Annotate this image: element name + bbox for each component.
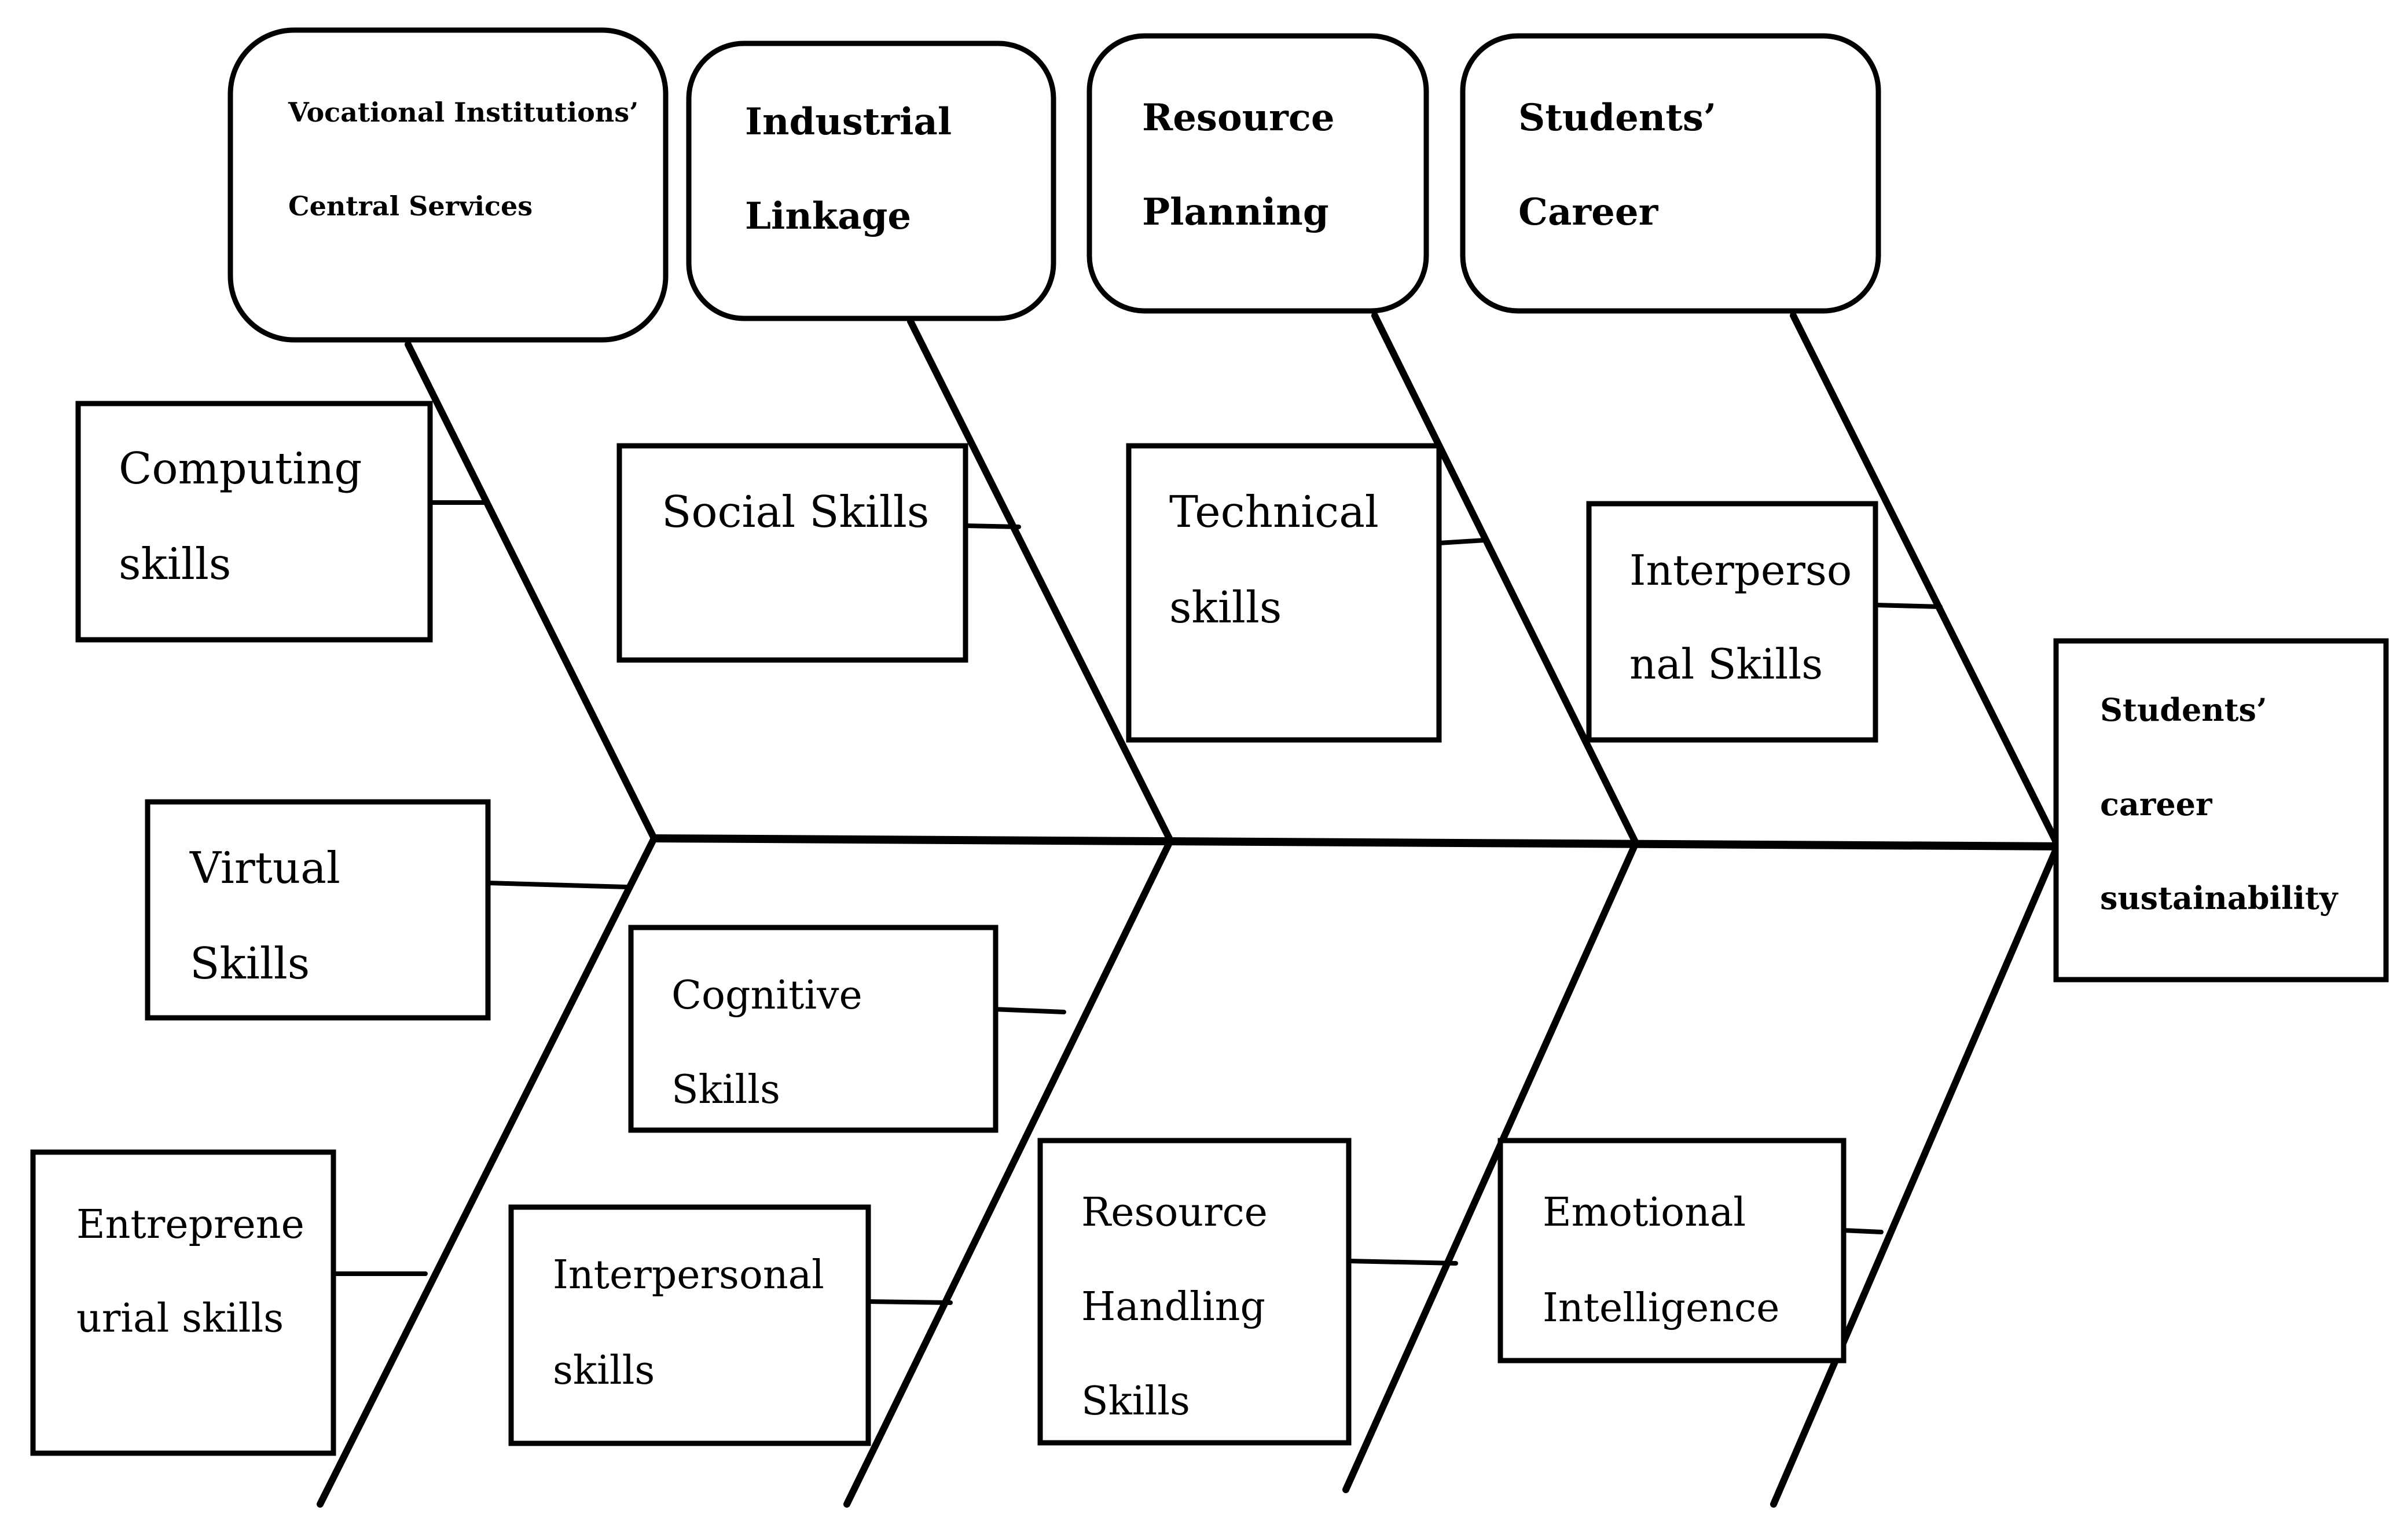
effect-box bbox=[2053, 638, 2389, 983]
cause-computing: Computing skills bbox=[75, 401, 433, 643]
effect: Students’ career sustainability bbox=[2053, 638, 2389, 983]
bone-vocational bbox=[405, 341, 658, 842]
cause-box bbox=[1126, 443, 1442, 743]
cause-label-line-1: Cognitive bbox=[671, 973, 862, 1018]
category-label-line-2: Linkage bbox=[745, 195, 911, 238]
category-label-line-2: Career bbox=[1518, 190, 1659, 234]
cause-box bbox=[1586, 501, 1878, 743]
cause-box bbox=[616, 443, 968, 663]
connectors bbox=[331, 500, 1943, 1305]
cause-cognitive: Cognitive Skills bbox=[628, 925, 999, 1133]
connector-social bbox=[963, 523, 1021, 529]
cause-emotional: Emotional Intelligence bbox=[1497, 1138, 1847, 1363]
connector-interpersonal-lower bbox=[866, 1299, 953, 1305]
cause-label-line-1: Technical bbox=[1169, 486, 1379, 537]
lower-bone-1 bbox=[317, 835, 658, 1508]
category-label-line-1: Students’ bbox=[1518, 96, 1716, 140]
category-industrial: Industrial Linkage bbox=[686, 41, 1056, 321]
cause-box bbox=[30, 1149, 336, 1456]
lower-bone-4 bbox=[1770, 842, 2061, 1508]
cause-box bbox=[508, 1204, 871, 1446]
lower-bones bbox=[317, 835, 2061, 1508]
category-box bbox=[1086, 33, 1429, 314]
cause-resource-handling: Resource Handling Skills bbox=[1037, 1138, 1352, 1446]
bone-students bbox=[1790, 312, 2061, 849]
cause-label-line-2: nal Skills bbox=[1629, 640, 1823, 688]
cause-interpersonal-upper: Interperso nal Skills bbox=[1586, 501, 1878, 743]
lower-bone-3 bbox=[1342, 840, 1639, 1493]
category-box bbox=[1460, 33, 1881, 314]
effect-label-line-3: sustainability bbox=[2100, 879, 2339, 917]
category-resource: Resource Planning bbox=[1086, 33, 1429, 314]
cause-technical: Technical skills bbox=[1126, 443, 1442, 743]
category-label-line-2: Planning bbox=[1142, 190, 1329, 234]
connector-resource-handling bbox=[1346, 1259, 1458, 1266]
effect-label-line-2: career bbox=[2100, 786, 2212, 823]
cause-box bbox=[75, 401, 433, 643]
cause-label-line-1: Interpersonal bbox=[553, 1252, 824, 1298]
lower-bone-2 bbox=[843, 837, 1174, 1508]
connector-interpersonal-upper bbox=[1873, 603, 1943, 609]
category-students: Students’ Career bbox=[1460, 33, 1881, 314]
cause-label-line-1: Resource bbox=[1081, 1190, 1268, 1236]
cause-label-line-2: Skills bbox=[671, 1067, 780, 1113]
cause-box bbox=[145, 799, 491, 1021]
cause-label-line-1: Computing bbox=[119, 443, 362, 494]
cause-box bbox=[628, 925, 999, 1133]
cause-virtual: Virtual Skills bbox=[145, 799, 491, 1021]
category-label-line-1: Industrial bbox=[745, 100, 952, 144]
connector-emotional bbox=[1841, 1228, 1884, 1234]
upper-bones bbox=[405, 312, 2061, 849]
bone-resource bbox=[1371, 312, 1639, 846]
cause-label-line-3: Skills bbox=[1081, 1379, 1190, 1424]
cause-label-line-1: Interperso bbox=[1629, 546, 1852, 595]
cause-label-line-2: Intelligence bbox=[1543, 1285, 1779, 1331]
cause-label-line-1: Entreprene bbox=[76, 1202, 304, 1248]
cause-label-line-2: Handling bbox=[1081, 1284, 1265, 1330]
spine bbox=[650, 828, 2087, 865]
category-label-line-1: Resource bbox=[1142, 96, 1335, 140]
cause-label-line-1: Emotional bbox=[1543, 1190, 1746, 1236]
cause-label-line-2: urial skills bbox=[76, 1296, 284, 1341]
cause-label-line-2: Skills bbox=[190, 938, 310, 989]
effect-label-line-1: Students’ bbox=[2100, 691, 2267, 728]
cause-entrepreneurial: Entreprene urial skills bbox=[30, 1149, 336, 1456]
cause-label-line-2: skills bbox=[119, 538, 231, 589]
spine-line bbox=[650, 834, 2073, 851]
cause-social: Social Skills bbox=[616, 443, 968, 663]
cause-box bbox=[1037, 1138, 1352, 1446]
connector-cognitive bbox=[991, 1007, 1066, 1014]
category-box bbox=[686, 41, 1056, 321]
cause-label-line-2: skills bbox=[553, 1348, 655, 1394]
cause-label-line-2: skills bbox=[1169, 582, 1282, 633]
category-vocational: Vocational Institutions’ Central Service… bbox=[227, 27, 669, 343]
bone-industrial bbox=[907, 318, 1174, 844]
cause-label-line-1: Virtual bbox=[189, 842, 340, 893]
category-label-line-1: Vocational Institutions’ bbox=[288, 97, 638, 128]
cause-label-line-1: Social Skills bbox=[662, 486, 929, 537]
connector-technical bbox=[1437, 538, 1487, 545]
cause-interpersonal-lower: Interpersonal skills bbox=[508, 1204, 871, 1446]
category-label-line-2: Central Services bbox=[288, 190, 533, 222]
connector-virtual bbox=[486, 881, 629, 889]
cause-box bbox=[1497, 1138, 1847, 1363]
category-box bbox=[227, 27, 669, 343]
